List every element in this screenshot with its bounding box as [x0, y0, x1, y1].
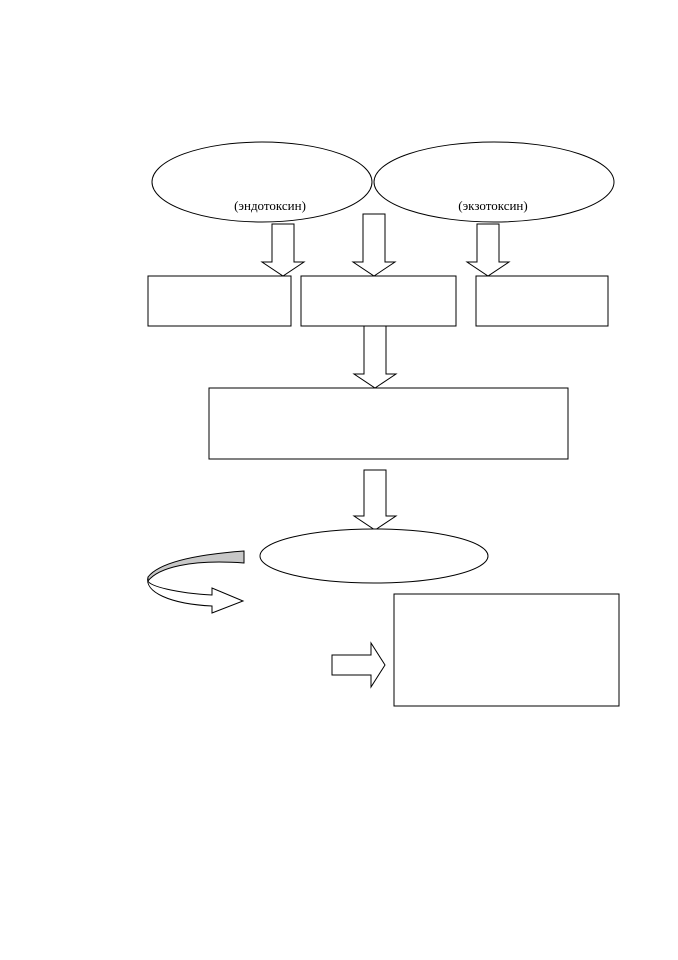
exotoxin-label: (экзотоксин): [458, 198, 527, 213]
box-left: [147, 275, 292, 327]
arrow-down-to-wide-box: [352, 325, 398, 389]
arrow-down-center: [351, 213, 397, 277]
exotoxin-ellipse: [373, 141, 615, 223]
bottom-ellipse: [259, 528, 489, 584]
curved-arrow-body: [147, 576, 245, 614]
box-result: [393, 593, 620, 707]
box-right: [475, 275, 609, 327]
arrow-right-to-result: [331, 641, 386, 689]
curved-arrow-band: [147, 550, 245, 583]
endotoxin-ellipse: [151, 141, 373, 223]
arrow-down-to-ellipse: [352, 469, 398, 531]
box-center: [300, 275, 457, 327]
arrow-down-left: [260, 223, 306, 277]
arrow-down-right: [465, 223, 511, 277]
endotoxin-label: (эндотоксин): [234, 198, 306, 213]
box-wide: [208, 387, 569, 460]
